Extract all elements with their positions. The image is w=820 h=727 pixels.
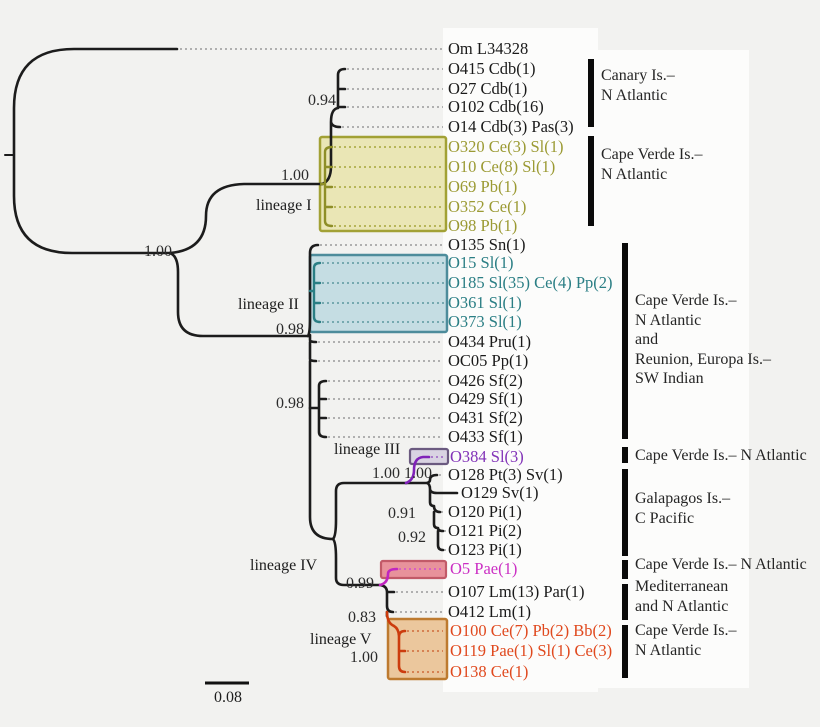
leader-lines — [180, 48, 447, 673]
region-label-line: Cape Verde Is.– N Atlantic — [635, 447, 807, 464]
label-background-columns — [443, 28, 749, 692]
region-label-line: N Atlantic — [635, 311, 702, 329]
tip-label: O119 Pae(1) Sl(1) Ce(3) — [450, 641, 613, 660]
support-value: 0.94 — [308, 92, 336, 109]
region-label-line: N Atlantic — [601, 165, 668, 183]
region-label-line: SW Indian — [635, 370, 704, 387]
support-value: 0.91 — [388, 505, 416, 522]
tip-label: O426 Sf(2) — [448, 371, 523, 390]
tip-label: OC05 Pp(1) — [448, 351, 529, 370]
clade-box-lineage-1 — [318, 135, 448, 233]
region-label-line: Reunion, Europa Is.– — [635, 350, 771, 368]
tip-label: O100 Ce(7) Pb(2) Bb(2) — [450, 621, 612, 640]
support-value: 0.99 — [346, 575, 374, 592]
clade-boxes — [308, 135, 450, 681]
lineage-label: lineage II — [238, 296, 299, 313]
tip-label: O384 Sl(3) — [450, 447, 524, 466]
region-label-line: Cape Verde Is.– — [635, 292, 737, 309]
region-bar — [622, 447, 628, 463]
region-label-line: Cape Verde Is.– — [601, 146, 703, 163]
tip-label: O429 Sf(1) — [448, 389, 523, 408]
support-value: 0.83 — [348, 609, 376, 626]
tip-label: O121 Pi(2) — [448, 521, 522, 540]
clade-box-lineage-5 — [386, 617, 449, 681]
region-label-line: Cape Verde Is.– N Atlantic — [635, 556, 807, 573]
region-bar — [588, 59, 594, 127]
region-bar — [622, 584, 628, 620]
tip-label: O120 Pi(1) — [448, 502, 522, 521]
tip-label: O185 Sl(35) Ce(4) Pp(2) — [448, 273, 613, 292]
tip-label: O98 Pb(1) — [448, 216, 518, 235]
tip-label: O15 Sl(1) — [448, 253, 514, 272]
tip-label: O434 Pru(1) — [448, 332, 531, 351]
tip-label: O102 Cdb(16) — [448, 97, 544, 116]
region-label-line: Canary Is.– — [601, 67, 675, 84]
support-value: 1.00 — [281, 167, 309, 184]
tip-label: O361 Sl(1) — [448, 293, 522, 312]
region-label-line: N Atlantic — [601, 86, 668, 104]
tip-label: O27 Cdb(1) — [448, 79, 528, 98]
region-label-line: and — [635, 331, 659, 348]
region-label: Cape Verde Is.– N Atlantic — [635, 621, 736, 660]
support-value: 1.00 — [144, 243, 172, 260]
region-bar — [622, 243, 628, 439]
tip-label: O129 Sv(1) — [461, 483, 539, 502]
tip-label: O14 Cdb(3) Pas(3) — [448, 117, 574, 136]
lineage-label: lineage III — [334, 441, 401, 458]
tip-label: O352 Ce(1) — [448, 197, 527, 216]
region-label-line: N Atlantic — [635, 641, 702, 659]
tip-label: O107 Lm(13) Par(1) — [448, 582, 585, 601]
tip-label: O415 Cdb(1) — [448, 59, 536, 78]
support-value: 0.98 — [276, 395, 304, 412]
region-label-line: Cape Verde Is.– — [635, 622, 737, 639]
region-label: Cape Verde Is.– N Atlantic and Reunion, … — [635, 291, 771, 389]
region-label: Cape Verde Is.– N Atlantic — [601, 145, 702, 184]
tip-label: O431 Sf(2) — [448, 408, 523, 427]
clade-box-lineage-2 — [308, 253, 449, 334]
lineage-label: lineage IV — [250, 557, 318, 574]
lineage-label: lineage I — [256, 197, 312, 214]
clade-box-lineage-4 — [379, 559, 448, 580]
support-value: 0.98 — [276, 321, 304, 338]
tip-label: O10 Ce(8) Sl(1) — [448, 157, 556, 176]
tip-label: O135 Sn(1) — [448, 235, 526, 254]
tip-label: O69 Pb(1) — [448, 177, 518, 196]
lineage-label: lineage V — [310, 631, 372, 648]
region-label-line: Galapagos Is.– — [635, 490, 731, 507]
region-label-line: and N Atlantic — [635, 597, 729, 615]
support-value: 1.00 — [404, 465, 432, 482]
region-bar — [622, 625, 628, 678]
region-bar — [622, 469, 628, 556]
region-bars — [588, 59, 628, 678]
tip-label: Om L34328 — [448, 39, 529, 58]
tip-label: O373 Sl(1) — [448, 312, 522, 331]
region-label-line: C Pacific — [635, 509, 695, 527]
region-label: Galapagos Is.– C Pacific — [635, 489, 730, 528]
tip-label: O433 Sf(1) — [448, 427, 523, 446]
region-label: Cape Verde Is.– N Atlantic — [635, 555, 807, 575]
region-label: Mediterranean and N Atlantic — [635, 577, 728, 616]
support-value: 1.00 — [372, 465, 400, 482]
tree-branches — [4, 47, 459, 674]
tip-label: O123 Pi(1) — [448, 540, 522, 559]
region-label-line: Mediterranean — [635, 578, 729, 595]
support-value: 0.92 — [398, 529, 426, 546]
tip-label: O320 Ce(3) Sl(1) — [448, 137, 564, 156]
region-label: Canary Is.– N Atlantic — [601, 66, 675, 105]
branch-root — [12, 47, 179, 255]
tip-label: O128 Pt(3) Sv(1) — [448, 465, 563, 484]
tip-label: O412 Lm(1) — [448, 602, 531, 621]
region-bar — [588, 136, 594, 226]
tip-label: O5 Pae(1) — [450, 559, 518, 578]
region-bar — [622, 560, 628, 579]
region-label: Cape Verde Is.– N Atlantic — [635, 446, 807, 466]
scale-bar-label: 0.08 — [214, 689, 242, 706]
tip-label: O138 Ce(1) — [450, 662, 529, 681]
support-value: 1.00 — [350, 649, 378, 666]
